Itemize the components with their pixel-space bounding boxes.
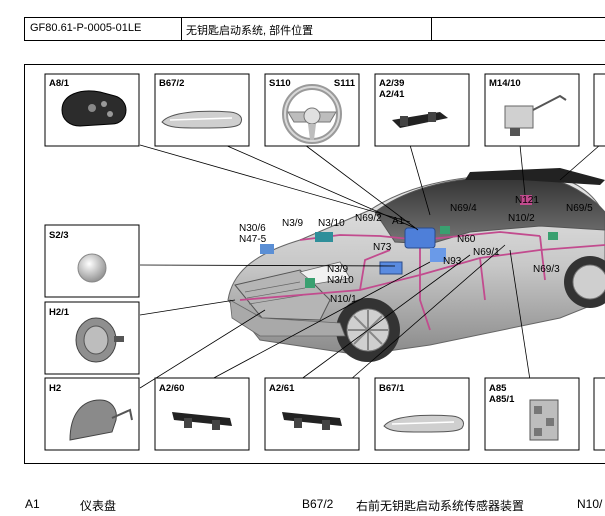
header-table: GF80.61-P-0005-01LE 无钥匙启动系统, 部件位置 — [24, 17, 605, 41]
horn-icon — [75, 317, 124, 363]
box-m14-10: M14/10 — [484, 73, 580, 147]
doc-title: 无钥匙启动系统, 部件位置 — [182, 18, 432, 40]
callout-n3-10: N3/10 — [318, 218, 345, 229]
box-a2-39: A2/39 A2/41 — [374, 73, 470, 147]
horn-icon — [69, 399, 133, 441]
actuator-icon — [504, 94, 567, 136]
key-fob-icon — [61, 90, 127, 127]
svg-text:H2/1: H2/1 — [49, 307, 70, 318]
callout-n10-2: N10/2 — [508, 213, 535, 224]
box-label: S2/3 — [49, 230, 69, 241]
legend-desc: 仪表盘 — [80, 499, 117, 513]
box-label: A2/39 — [379, 78, 404, 89]
callout-n10-1: N10/1 — [330, 294, 357, 305]
box-a2-61: A2/61 — [264, 377, 360, 451]
callout-n47-5: N47-5 — [239, 234, 267, 245]
svg-text:M14/10: M14/10 — [489, 78, 521, 89]
svg-text:S2/3: S2/3 — [49, 230, 69, 241]
box-partial-bottom-right — [593, 377, 605, 451]
callout-n3-9-lower: N3/9 — [327, 264, 349, 275]
box-s2-3: S2/3 — [44, 224, 140, 298]
callout-n121: N121 — [515, 195, 539, 206]
callout-n69-1: N69/1 — [473, 247, 500, 258]
box-label: H2/1 — [49, 307, 70, 318]
box-label: M14/10 — [489, 78, 521, 89]
box-label: B67/1 — [379, 383, 405, 394]
svg-text:A85/1: A85/1 — [489, 394, 515, 405]
box-b67-1: B67/1 — [374, 377, 470, 451]
callout-n69-2: N69/2 — [355, 213, 382, 224]
box-h2-1: H2/1 — [44, 301, 140, 375]
box-label: A85/1 — [489, 394, 515, 405]
box-label: A8/1 — [49, 78, 70, 89]
callout-n69-3: N69/3 — [533, 264, 560, 275]
callout-n69-5: N69/5 — [566, 203, 593, 214]
start-button-icon — [77, 253, 107, 283]
door-handle-icon — [161, 110, 243, 129]
callout-n93: N93 — [443, 256, 462, 267]
legend-row: A1 仪表盘 B67/2 右前无钥匙启动系统传感器装置 N10/ — [0, 497, 605, 513]
svg-text:A85: A85 — [489, 383, 507, 394]
svg-text:S111: S111 — [334, 78, 356, 89]
svg-text:H2: H2 — [49, 383, 61, 394]
svg-text:A2/39: A2/39 — [379, 78, 404, 89]
callout-n30-6: N30/6 — [239, 223, 266, 234]
box-h2: H2 — [44, 377, 140, 451]
box-label: A2/60 — [159, 383, 184, 394]
box-label: S110 — [269, 78, 291, 89]
legend-code: N10/ — [577, 497, 603, 511]
box-label: S111 — [334, 78, 356, 89]
legend-code: B67/2 — [302, 497, 334, 511]
steering-wheel-icon — [282, 84, 342, 144]
box-label: H2 — [49, 383, 61, 394]
box-a8-1: A8/1 — [44, 73, 140, 147]
svg-text:A2/41: A2/41 — [379, 89, 405, 100]
callout-n60: N60 — [457, 234, 476, 245]
box-b67-2: B67/2 — [154, 73, 250, 147]
callout-n69-4: N69/4 — [450, 203, 477, 214]
svg-text:B67/1: B67/1 — [379, 383, 405, 394]
box-label: B67/2 — [159, 78, 184, 89]
box-s110: S110 S111 — [264, 73, 360, 147]
box-partial-top-right — [593, 73, 605, 147]
svg-text:A2/60: A2/60 — [159, 383, 184, 394]
antenna-icon — [282, 412, 342, 430]
box-a85: A85 A85/1 — [484, 377, 580, 451]
antenna-icon — [172, 412, 232, 430]
box-label: A2/41 — [379, 89, 405, 100]
legend-code: A1 — [25, 497, 40, 511]
callout-n3-10-lower: N3/10 — [327, 275, 354, 286]
svg-text:A2/61: A2/61 — [269, 383, 295, 394]
svg-text:B67/2: B67/2 — [159, 78, 184, 89]
leader-lines — [139, 144, 601, 389]
box-label: A85 — [489, 383, 507, 394]
lock-actuator-icon — [529, 399, 559, 441]
legend-desc: 右前无钥匙启动系统传感器装置 — [356, 499, 525, 513]
box-a2-60: A2/60 — [154, 377, 250, 451]
svg-text:S110: S110 — [269, 78, 291, 89]
antenna-icon — [392, 112, 448, 128]
doc-id: GF80.61-P-0005-01LE — [25, 18, 182, 40]
box-label: A2/61 — [269, 383, 295, 394]
callout-a1: A1 — [392, 216, 405, 227]
door-handle-icon — [383, 414, 465, 433]
callout-labels: N30/6 N47-5 N3/9 N3/10 N69/2 A1 N73 N60 … — [239, 195, 593, 305]
callout-n3-9: N3/9 — [282, 218, 304, 229]
callout-n73: N73 — [373, 242, 392, 253]
svg-text:A8/1: A8/1 — [49, 78, 70, 89]
